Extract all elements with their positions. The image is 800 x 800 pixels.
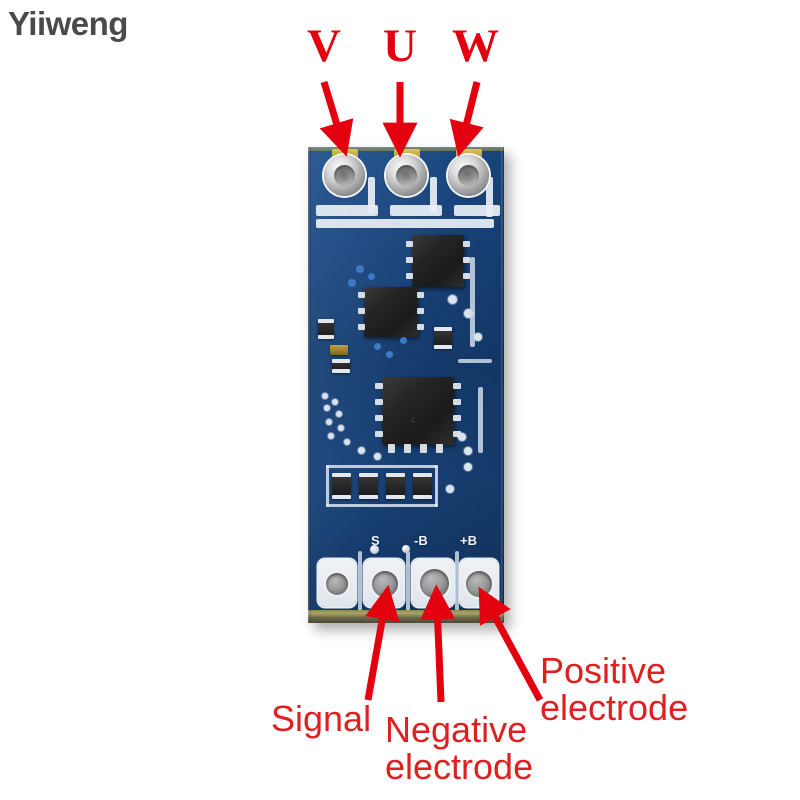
passive-component: [318, 319, 334, 339]
silkscreen-trace: [454, 205, 500, 216]
label-phase-w: W: [452, 20, 499, 72]
passive-array-3: [386, 473, 405, 499]
passive-array-1: [332, 473, 351, 499]
arrow-v: [319, 80, 354, 157]
terminal-hole-signal: [372, 571, 398, 597]
passive-component: [330, 345, 348, 355]
silkscreen-trace: [316, 205, 378, 216]
mounting-hole-v: [324, 155, 365, 196]
chip-main-driver: ·Ľ·: [375, 377, 461, 453]
label-negative-electrode: Negative electrode: [385, 709, 534, 787]
silkscreen-trace: [486, 177, 493, 217]
label-phase-u: U: [383, 20, 417, 72]
silkscreen-trace: [390, 205, 442, 216]
silkscreen-trace: [316, 219, 494, 228]
silk-signal: S: [371, 533, 380, 548]
chip-upper-right: ·: [406, 235, 470, 287]
label-phase-v: V: [307, 20, 341, 72]
chip-middle-left: [358, 287, 424, 337]
passive-component: [434, 327, 452, 349]
silkscreen-outline: [326, 465, 438, 468]
watermark-yiiweng: Yiiweng: [8, 5, 128, 42]
silk-negative: -B: [414, 533, 428, 548]
label-signal: Signal: [271, 698, 372, 739]
mounting-hole-w: [448, 155, 489, 196]
passive-array-4: [413, 473, 432, 499]
silkscreen-trace: [430, 177, 437, 213]
pcb-board: · ·Ľ·: [308, 147, 504, 623]
passive-component: [332, 359, 350, 373]
board-bottom-edge: [308, 610, 504, 623]
silk-positive: +B: [460, 533, 477, 548]
arrow-w: [449, 81, 484, 158]
silkscreen-trace: [368, 177, 375, 213]
silkscreen-outline: [435, 465, 438, 507]
terminal-hole-positive: [466, 571, 492, 597]
terminal-hole-unused: [326, 573, 348, 595]
label-positive-electrode: Positive electrode: [540, 650, 689, 728]
passive-array-2: [359, 473, 378, 499]
silkscreen-outline: [326, 504, 438, 507]
mounting-hole-u: [386, 155, 427, 196]
silkscreen-outline: [326, 465, 329, 507]
terminal-hole-negative: [420, 569, 449, 598]
